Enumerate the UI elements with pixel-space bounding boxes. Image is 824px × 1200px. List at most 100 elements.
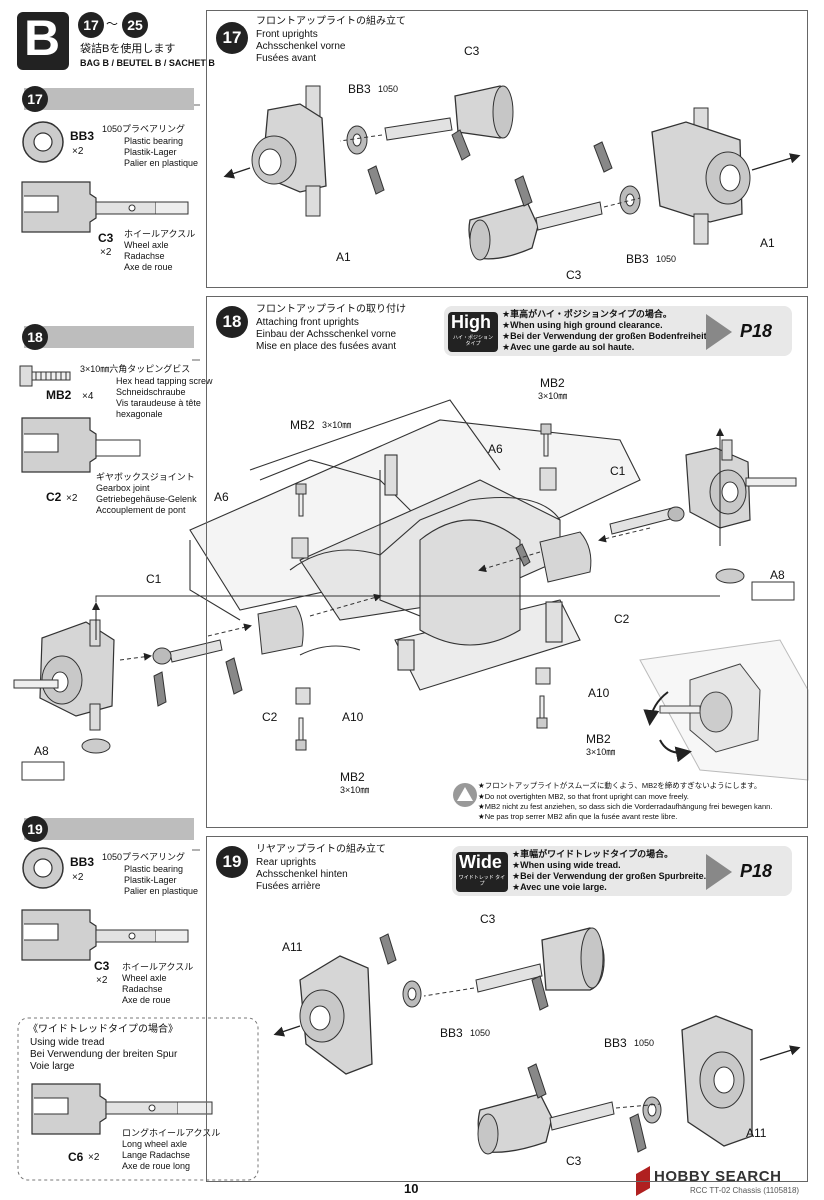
part-qty: ×4 [82,391,94,402]
part-code-bb3: BB3 [70,855,95,869]
part-code-bb3: BB3 [70,129,95,143]
part-label: MB2 [340,770,365,784]
part-label: A10 [588,686,610,700]
part-jp: ロングホイールアクスル [122,1128,221,1138]
part-en: Plastic bearing [124,864,184,874]
part-label: A6 [214,490,229,504]
wide-note-en: ★When using wide tread. [512,860,621,870]
part-de: Getriebegehäuse-Gelenk [96,494,197,504]
part-code-c2: C2 [46,490,62,504]
part-label: C3 [464,44,480,58]
step-range-tilde: ～ [106,17,119,31]
step-18-badge: 18 [22,324,48,350]
part-label: BB3 [604,1036,627,1050]
part-en: Long wheel axle [122,1139,188,1149]
chassis-assembly [189,399,641,691]
step-range-start: 17 [78,12,104,38]
step-18-title-jp: フロントアップライトの取り付け [256,304,406,315]
part-label: BB3 [348,82,371,96]
high-note-jp: ★車高がハイ・ポジションタイプの場合。 [502,309,672,319]
part-label: C1 [146,572,162,586]
part-de: Radachse [124,251,165,261]
part-qty: ×2 [100,247,112,258]
wide-note-fr: ★Avec une voie large. [512,882,607,892]
part-code-mb2: MB2 [46,388,72,402]
step-17-title-jp: フロントアップライトの組み立て [256,16,406,27]
part-label: MB2 [540,376,565,390]
part-label-sub: 3×10㎜ [340,785,370,795]
part-de: Radachse [122,984,163,994]
bearing-icon [619,185,641,215]
part-code-c3: C3 [98,231,114,245]
part-fr: hexagonale [116,409,163,419]
page-arrow-icon[interactable] [706,854,732,890]
rear-upright-right [681,1015,753,1147]
part-label: A1 [760,236,775,250]
step-18-title-en: Attaching front uprights [256,317,359,328]
wheel-axle-icon [21,909,189,961]
wide-tread-de: Bei Verwendung der breiten Spur [30,1049,178,1060]
step-17-number: 17 [216,22,248,54]
part-fr: Palier en plastique [124,886,199,896]
part-label: A1 [336,250,351,264]
page-ref-link[interactable]: P18 [740,861,773,881]
screw-icon [295,423,552,751]
part-fr: Axe de roue long [122,1161,191,1171]
grease-icon [514,175,533,207]
part-en: Hex head tapping screw [116,376,213,386]
bearing-icon [22,847,64,889]
wheel-axle-icon [21,181,189,233]
high-badge [448,312,498,352]
part-label: A10 [342,710,364,724]
step-range-end: 25 [122,12,148,38]
part-fr: Axe de roue [124,262,173,272]
part-en: Wheel axle [124,240,169,250]
part-jp: ギヤボックスジョイント [96,472,195,482]
caution-jp: ★フロントアップライトがスムーズに動くよう、MB2を締めすぎないようにします。 [478,781,762,790]
wide-tread-en: Using wide tread [30,1037,105,1048]
step-18-title-fr: Mise en place des fusées avant [256,341,397,352]
step-19-title-jp: リヤアップライトの組み立て [256,844,386,855]
part-code-c3: C3 [94,959,110,973]
part-jp: 1050プラベアリング [102,124,186,134]
part-de: Plastik-Lager [124,875,177,885]
bag-letter: B [24,10,61,66]
part-label-sub: 3×10㎜ [322,420,352,430]
part-de: Lange Radachse [122,1150,191,1160]
wheel-axle-icon [468,201,603,261]
part-jp: ホイールアクスル [124,229,196,239]
page-ref-link[interactable]: P18 [740,321,773,341]
part-en: Wheel axle [122,973,167,983]
part-label-sub: 3×10㎜ [538,391,568,401]
inset-detail [639,639,809,781]
screw-icon [19,365,71,387]
gearbox-joint-icon [21,417,141,473]
part-label: A11 [282,940,303,954]
part-label: C2 [614,612,630,626]
step-17-bar [24,88,194,110]
page-number: 10 [404,1181,419,1196]
grease-icon [593,141,613,173]
part-fr: Accouplement de pont [96,505,186,515]
part-label: C3 [480,912,496,926]
step-19-title-en: Rear uprights [256,857,317,868]
bearing-icon [22,121,64,163]
wide-note-de: ★Bei der Verwendung der großen Spurbreit… [512,871,707,881]
step-19-number: 19 [216,846,248,878]
high-note-fr: ★Avec une garde au sol haute. [502,342,635,352]
bag-multi-text: BAG B / BEUTEL B / SACHET B [80,58,215,68]
part-jp: 1050プラベアリング [102,852,186,862]
part-jp: ホイールアクスル [122,962,194,972]
bag-letter-box [17,12,69,70]
part-qty: ×2 [88,1152,100,1163]
wide-note-jp: ★車幅がワイドトレッドタイプの場合。 [512,849,674,859]
front-upright-left [13,605,304,731]
high-note-de: ★Bei der Verwendung der großen Bodenfrei… [502,331,710,341]
page-arrow-icon[interactable] [706,314,732,350]
wide-badge-label: Wide [459,852,502,872]
caution-icon [453,783,477,807]
part-qty: ×2 [72,146,84,157]
part-code-c6: C6 [68,1150,84,1164]
wide-badge [456,852,508,892]
